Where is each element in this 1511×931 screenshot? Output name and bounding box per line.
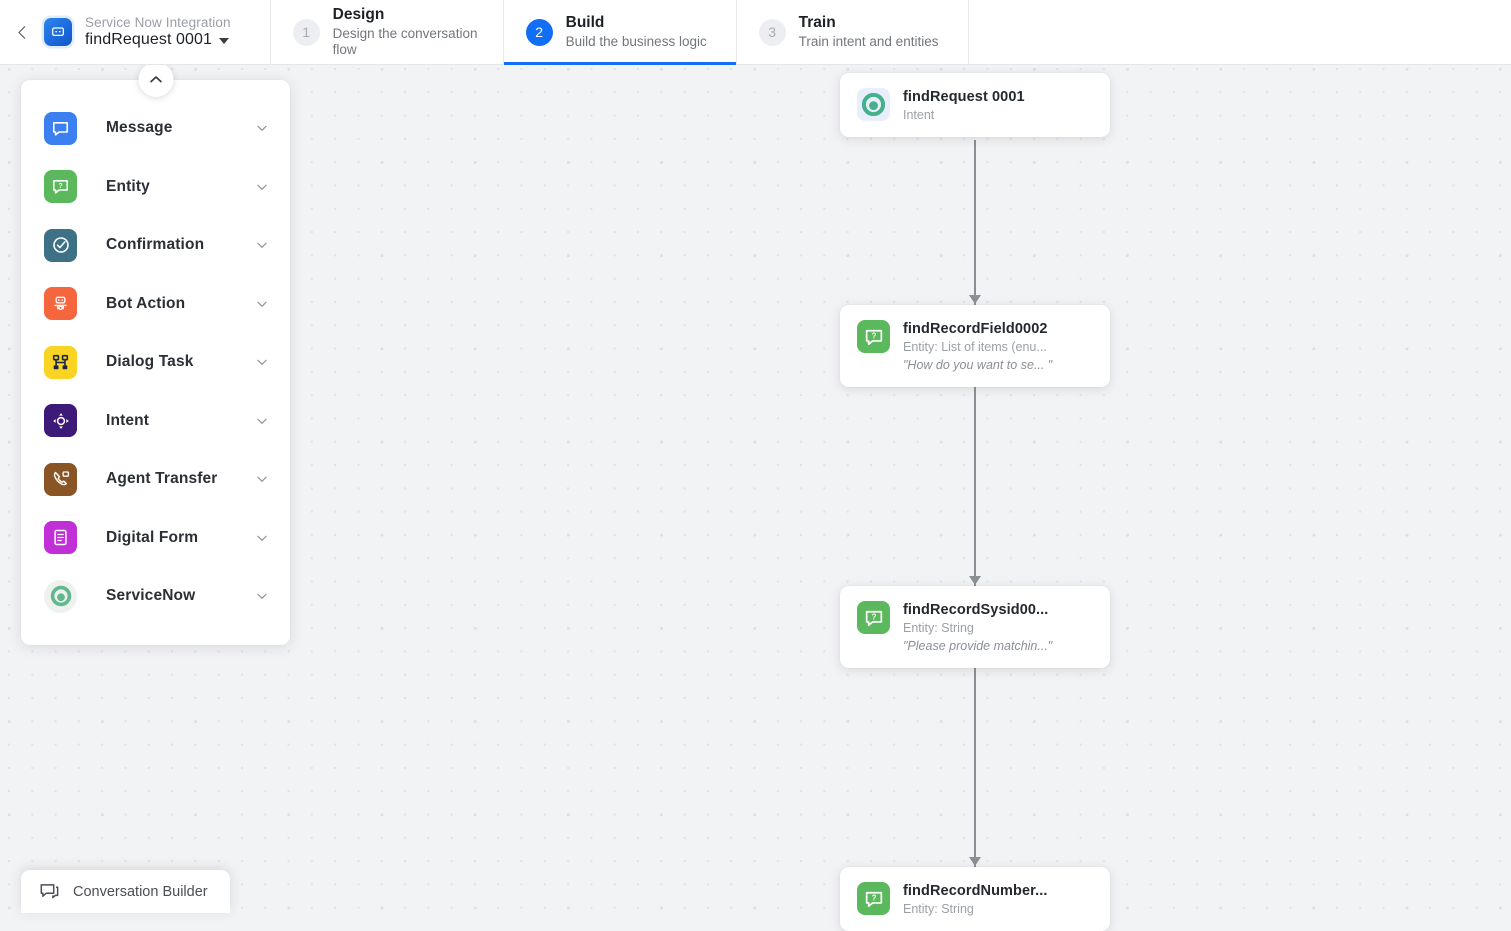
- chevron-down-icon[interactable]: [255, 180, 269, 194]
- page-title-text: findRequest 0001: [85, 31, 212, 50]
- step-label: Build: [566, 14, 707, 33]
- palette-item-label: Confirmation: [106, 236, 255, 254]
- step-number: 1: [293, 19, 320, 46]
- palette-item-message[interactable]: Message: [21, 99, 290, 158]
- entity-icon: ?: [857, 882, 890, 915]
- palette-item-label: Agent Transfer: [106, 470, 255, 488]
- entity-icon: ?: [857, 601, 890, 634]
- servicenow-icon: [44, 580, 77, 613]
- agent-transfer-icon: [44, 463, 77, 496]
- wizard-steps: 1 Design Design the conversation flow 2 …: [270, 0, 969, 64]
- chat-bubble-icon: [39, 881, 60, 902]
- chevron-down-icon[interactable]: [255, 355, 269, 369]
- flow-node-entity-field[interactable]: ? findRecordField0002 Entity: List of it…: [840, 305, 1110, 387]
- palette-item-bot-action[interactable]: Bot Action: [21, 275, 290, 334]
- bot-action-icon: [44, 287, 77, 320]
- palette-item-label: Bot Action: [106, 295, 255, 313]
- palette-item-confirmation[interactable]: Confirmation: [21, 216, 290, 275]
- step-number: 2: [526, 19, 553, 46]
- flow-node-entity-sysid[interactable]: ? findRecordSysid00... Entity: String "P…: [840, 586, 1110, 668]
- entity-icon: ?: [857, 320, 890, 353]
- back-button[interactable]: [0, 0, 44, 64]
- flow-node-intent[interactable]: findRequest 0001 Intent: [840, 73, 1110, 137]
- connector-arrow-3-4: [969, 857, 981, 866]
- intent-icon: [44, 404, 77, 437]
- tab-train[interactable]: 3 Train Train intent and entities: [736, 0, 969, 64]
- palette-item-dialog-task[interactable]: Dialog Task: [21, 333, 290, 392]
- collapse-panel-button[interactable]: [138, 62, 173, 97]
- palette-item-entity[interactable]: ? Entity: [21, 158, 290, 217]
- message-icon: [44, 112, 77, 145]
- chevron-down-icon[interactable]: [255, 531, 269, 545]
- chevron-up-icon: [147, 71, 164, 88]
- palette-item-label: Dialog Task: [106, 353, 255, 371]
- palette-item-label: Digital Form: [106, 529, 255, 547]
- step-desc: Design the conversation flow: [333, 26, 503, 58]
- svg-text:?: ?: [58, 182, 62, 190]
- svg-text:?: ?: [871, 893, 876, 902]
- node-subtitle: Intent: [903, 108, 1094, 122]
- node-title: findRecordField0002: [903, 321, 1094, 337]
- chevron-down-icon[interactable]: [255, 297, 269, 311]
- node-subtitle: Entity: String: [903, 621, 1094, 635]
- flow-node-entity-number[interactable]: ? findRecordNumber... Entity: String: [840, 867, 1110, 931]
- node-title: findRecordNumber...: [903, 883, 1094, 899]
- chevron-down-icon[interactable]: [255, 414, 269, 428]
- step-number: 3: [759, 19, 786, 46]
- conversation-builder-button[interactable]: Conversation Builder: [21, 870, 230, 913]
- caret-down-icon[interactable]: [219, 38, 229, 44]
- conversation-builder-label: Conversation Builder: [73, 884, 208, 900]
- chevron-down-icon[interactable]: [255, 472, 269, 486]
- palette-item-label: Entity: [106, 178, 255, 196]
- palette-item-intent[interactable]: Intent: [21, 392, 290, 451]
- entity-icon: ?: [44, 170, 77, 203]
- connector-arrow-1-2: [969, 295, 981, 304]
- step-desc: Build the business logic: [566, 34, 707, 50]
- chevron-down-icon[interactable]: [255, 238, 269, 252]
- node-subtitle: Entity: List of items (enu...: [903, 340, 1094, 354]
- tab-build[interactable]: 2 Build Build the business logic: [503, 0, 736, 64]
- dialog-task-icon: [44, 346, 77, 379]
- node-prompt: "Please provide matchin...": [903, 639, 1094, 653]
- page-title[interactable]: findRequest 0001: [85, 31, 231, 50]
- node-prompt: "How do you want to se... ": [903, 358, 1094, 372]
- node-title: findRecordSysid00...: [903, 602, 1094, 618]
- connector-arrow-2-3: [969, 576, 981, 585]
- chevron-down-icon[interactable]: [255, 589, 269, 603]
- node-palette-panel: Message ? Entity Confirmation: [21, 80, 290, 645]
- svg-text:?: ?: [871, 331, 876, 340]
- palette-item-servicenow[interactable]: ServiceNow: [21, 567, 290, 626]
- confirmation-icon: [44, 229, 77, 262]
- app-header: Service Now Integration findRequest 0001…: [0, 0, 1511, 65]
- palette-item-label: ServiceNow: [106, 587, 255, 605]
- brand-block: Service Now Integration findRequest 0001: [44, 0, 249, 64]
- breadcrumb: Service Now Integration: [85, 15, 231, 31]
- svg-text:?: ?: [871, 612, 876, 621]
- node-title: findRequest 0001: [903, 89, 1094, 105]
- step-label: Design: [333, 6, 503, 25]
- palette-item-digital-form[interactable]: Digital Form: [21, 509, 290, 568]
- step-label: Train: [799, 14, 939, 33]
- palette-item-label: Intent: [106, 412, 255, 430]
- palette-item-agent-transfer[interactable]: Agent Transfer: [21, 450, 290, 509]
- chevron-down-icon[interactable]: [255, 121, 269, 135]
- palette-item-label: Message: [106, 119, 255, 137]
- chevron-left-icon: [14, 24, 31, 41]
- bot-logo-icon: [44, 18, 72, 46]
- digital-form-icon: [44, 521, 77, 554]
- servicenow-icon: [857, 88, 890, 121]
- step-desc: Train intent and entities: [799, 34, 939, 50]
- node-subtitle: Entity: String: [903, 902, 1094, 916]
- tab-design[interactable]: 1 Design Design the conversation flow: [270, 0, 503, 64]
